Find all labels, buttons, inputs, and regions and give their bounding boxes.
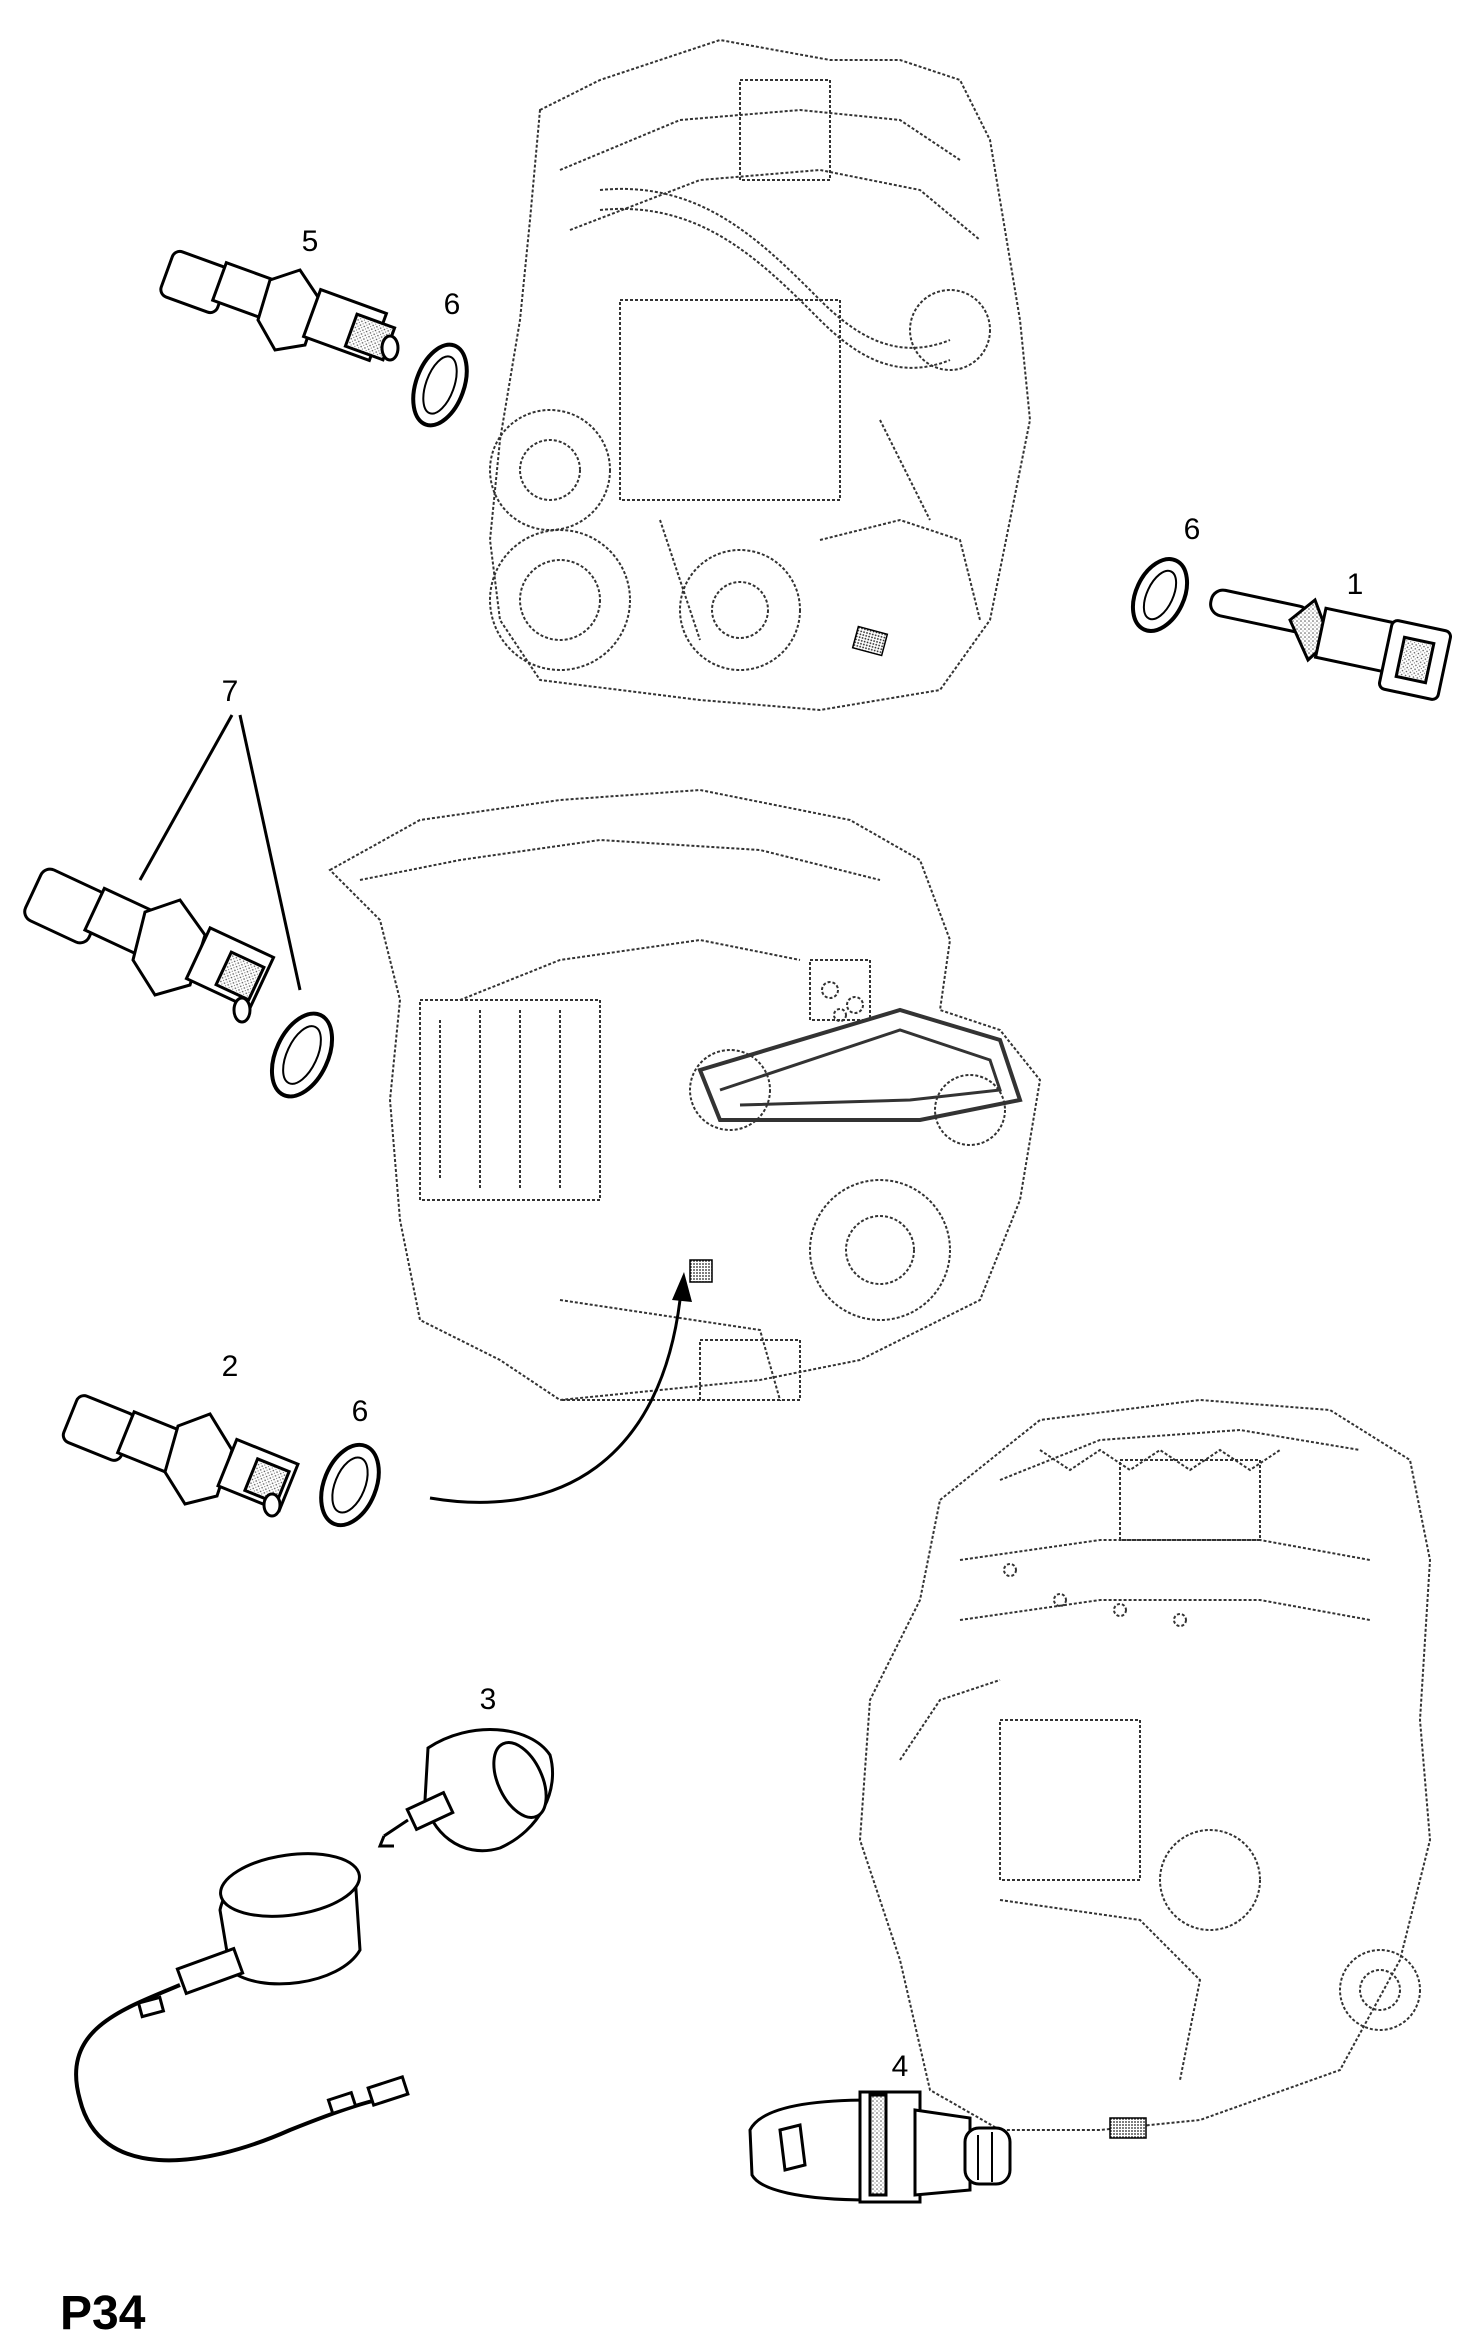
washer-6b xyxy=(1130,557,1190,633)
install-arrow xyxy=(429,1272,692,1504)
switch-3 xyxy=(377,1728,555,1853)
engine-1-illustration xyxy=(488,38,1032,712)
callout-2: 2 xyxy=(221,1350,239,1383)
pressure-switch-7 xyxy=(23,867,276,1024)
callout-6-right: 6 xyxy=(1183,513,1201,546)
callout-7: 7 xyxy=(221,675,239,708)
page-code: P34 xyxy=(60,2287,146,2340)
callout-5: 5 xyxy=(301,225,319,258)
engine-2-sensor-port xyxy=(689,1259,713,1283)
callout-4: 4 xyxy=(891,2050,909,2083)
callout-6-middle: 6 xyxy=(351,1395,369,1428)
sensor-4 xyxy=(748,2090,1012,2204)
knock-sensor-with-lead xyxy=(74,1852,410,2163)
callout-7-leaders xyxy=(138,714,302,991)
engine-2-illustration xyxy=(328,788,1042,1402)
pressure-switch-2 xyxy=(61,1394,300,1518)
callout-6-top: 6 xyxy=(443,288,461,321)
callout-1: 1 xyxy=(1346,568,1364,601)
engine-3-sensor-port xyxy=(1109,2117,1147,2139)
engine-3-illustration xyxy=(858,1398,1432,2131)
washer-6a xyxy=(411,342,469,428)
washer-6c xyxy=(319,1442,381,1528)
temperature-sensor-1 xyxy=(1209,588,1453,701)
washer-7 xyxy=(269,1011,335,1099)
callout-3: 3 xyxy=(479,1683,497,1716)
engine-1-sensor-port xyxy=(851,625,889,657)
pressure-switch-5 xyxy=(159,249,400,363)
